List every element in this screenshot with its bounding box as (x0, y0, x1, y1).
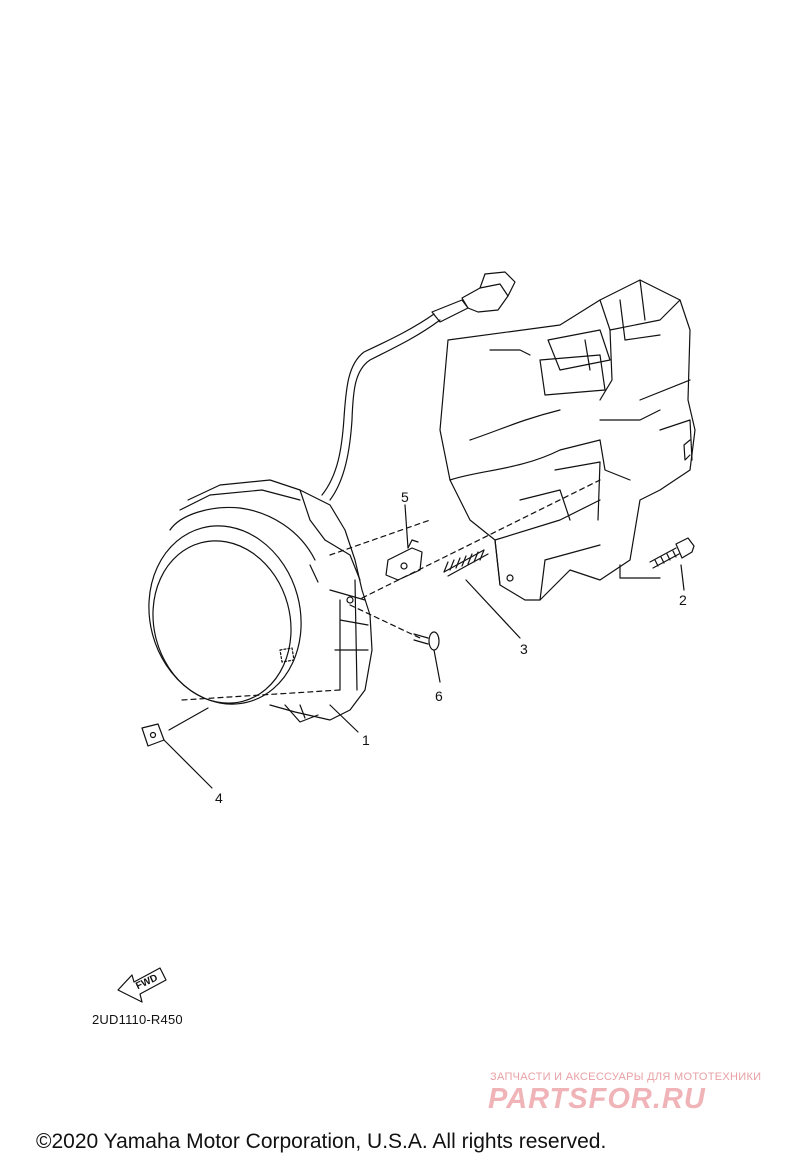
callout-5: 5 (401, 489, 409, 505)
part-3-spring (443, 549, 489, 577)
diagram-code: 2UD1110-R450 (92, 1012, 183, 1027)
part-5-bracket (385, 539, 423, 581)
part-4-nut (141, 723, 165, 747)
fwd-label: FWD (134, 973, 159, 993)
assembly-lines (181, 479, 601, 701)
leader-lines (163, 504, 685, 789)
callout-3: 3 (520, 641, 528, 657)
part-2-bolt (649, 537, 695, 569)
headlight-assembly (148, 479, 373, 723)
watermark-tagline: ЗАПЧАСТИ И АКСЕССУАРЫ ДЛЯ МОТОТЕХНИКИ (490, 1071, 762, 1083)
wiring-harness (321, 271, 516, 501)
watermark-brand: PARTSFOR.RU (488, 1083, 706, 1115)
headlight-bracket-housing (439, 279, 696, 601)
callout-6: 6 (435, 688, 443, 704)
part-6-screw (413, 631, 440, 651)
fwd-arrow-icon (117, 967, 167, 1003)
callout-2: 2 (679, 592, 687, 608)
callout-1: 1 (362, 732, 370, 748)
callout-4: 4 (215, 790, 223, 806)
copyright-notice: ©2020 Yamaha Motor Corporation, U.S.A. A… (36, 1130, 607, 1153)
